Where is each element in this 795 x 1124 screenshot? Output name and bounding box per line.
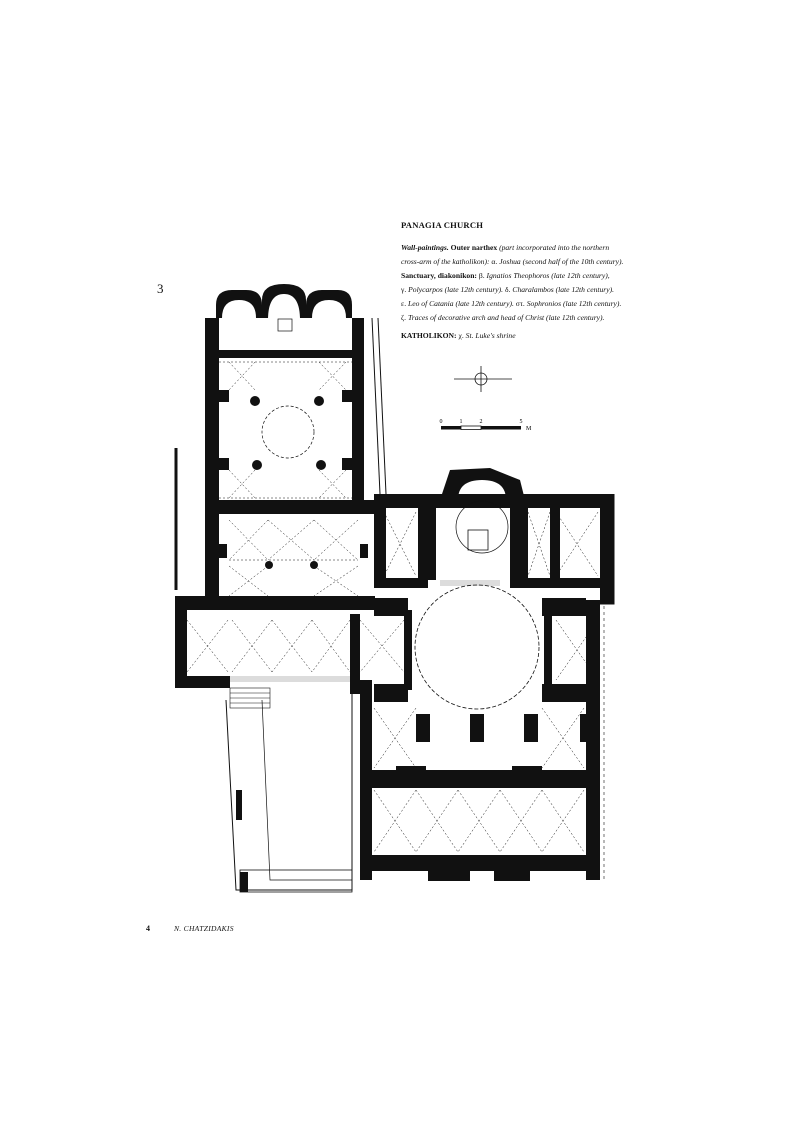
caption-line-2: cross-arm of the katholikon): α. Joshua … bbox=[401, 255, 663, 269]
epsilon-marker: ε. bbox=[401, 299, 407, 308]
page-number: 4 bbox=[146, 924, 150, 933]
wall-paintings-label: Wall-paintings. bbox=[401, 243, 449, 252]
katholikon-label: KATHOLIKON: bbox=[401, 331, 457, 340]
panagia-church-plan bbox=[174, 284, 387, 610]
alpha-marker: α. bbox=[491, 257, 498, 266]
scale-tick-2: 2 bbox=[480, 419, 483, 425]
outer-narthex-note-1: (part incorporated into the northern bbox=[499, 243, 610, 252]
stigma-marker: στ. bbox=[515, 299, 525, 308]
gamma-text: Polycarpos (late 12th century). bbox=[408, 285, 504, 294]
caption-line-6: ζ. Traces of decorative arch and head of… bbox=[401, 311, 663, 325]
scale-unit: M bbox=[526, 426, 532, 432]
delta-marker: δ. bbox=[504, 285, 511, 294]
zeta-marker: ζ. bbox=[401, 313, 407, 322]
chi-text: St. Luke's shrine bbox=[465, 331, 516, 340]
scale-bar: 0 1 2 5 M bbox=[440, 419, 533, 432]
alpha-text: Joshua (second half of the 10th century)… bbox=[499, 257, 624, 266]
caption-title: PANAGIA CHURCH bbox=[401, 220, 484, 230]
author-name: N. CHATZIDAKIS bbox=[174, 924, 234, 933]
katholikon-plan bbox=[360, 468, 615, 881]
scale-tick-1: 1 bbox=[460, 419, 463, 425]
beta-marker: β. bbox=[478, 271, 485, 280]
caption-line-7: KATHOLIKON: χ. St. Luke's shrine bbox=[401, 329, 663, 343]
caption-line-1: Wall-paintings. Outer narthex (part inco… bbox=[401, 241, 663, 255]
figure-caption: PANAGIA CHURCH Wall-paintings. Outer nar… bbox=[401, 218, 663, 343]
caption-line-4: γ. Polycarpos (late 12th century). δ. Ch… bbox=[401, 283, 663, 297]
outer-narthex-plan bbox=[175, 596, 405, 893]
epsilon-text: Leo of Catania (late 12th century). bbox=[408, 299, 514, 308]
caption-line-5: ε. Leo of Catania (late 12th century). σ… bbox=[401, 297, 663, 311]
orientation-cross-icon bbox=[454, 366, 512, 392]
sanctuary-label: Sanctuary, diakonikon: bbox=[401, 271, 477, 280]
outer-narthex-note-2: cross-arm of the katholikon): bbox=[401, 257, 490, 266]
delta-text: Charalambos (late 12th century). bbox=[512, 285, 615, 294]
caption-line-3: Sanctuary, diakonikon: β. Ignatios Theop… bbox=[401, 269, 663, 283]
scale-tick-0: 0 bbox=[440, 419, 443, 425]
figure-number: 3 bbox=[157, 281, 164, 296]
outer-narthex-label: Outer narthex bbox=[450, 243, 498, 252]
beta-text: Ignatios Theophoros (late 12th century), bbox=[486, 271, 610, 280]
zeta-text: Traces of decorative arch and head of Ch… bbox=[407, 313, 605, 322]
scale-tick-5: 5 bbox=[520, 419, 523, 425]
gamma-marker: γ. bbox=[401, 285, 407, 294]
stigma-text: Sophronios (late 12th century). bbox=[526, 299, 622, 308]
chi-marker: χ. bbox=[458, 331, 464, 340]
